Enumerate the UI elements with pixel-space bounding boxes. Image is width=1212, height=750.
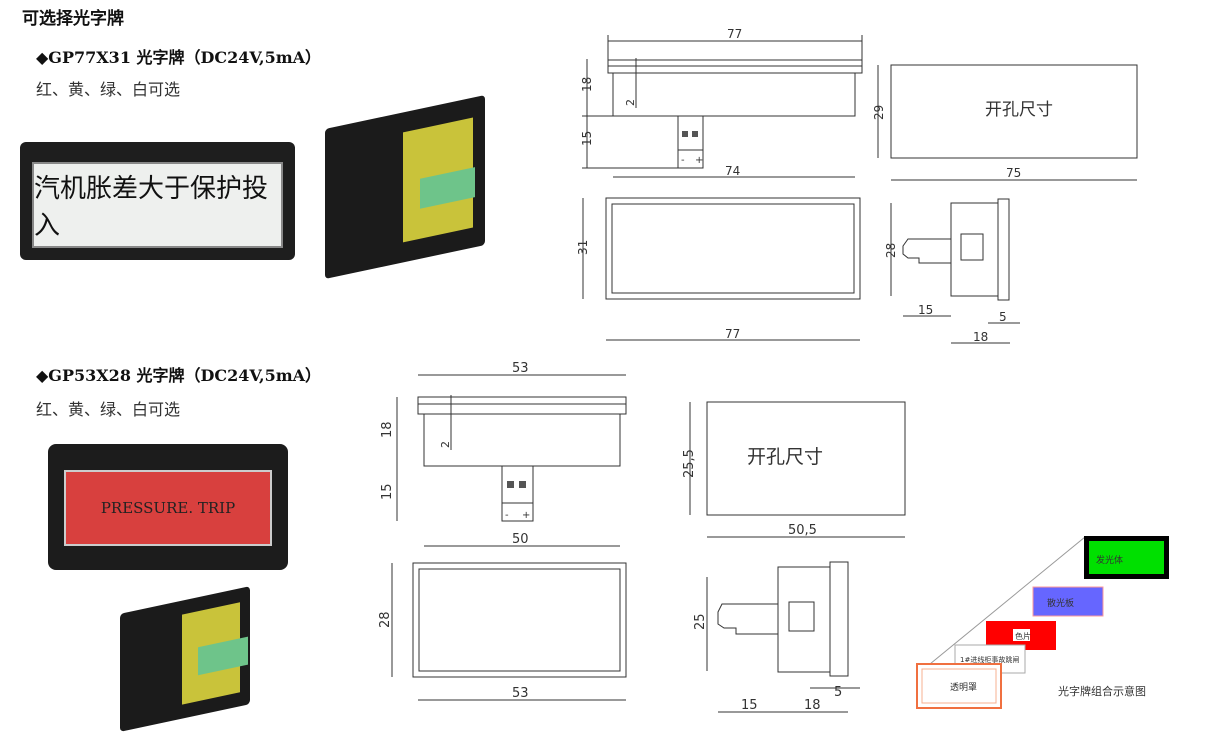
dimension-label: 18 [973, 330, 988, 344]
assembly-caption: 光字牌组合示意图 [1058, 684, 1146, 698]
dimension-label: 77 [725, 327, 740, 341]
dimension-label: 15 [918, 303, 933, 317]
drawing-line [692, 131, 698, 137]
drawing-line [777, 566, 831, 673]
dimension-label: 25,5 [682, 449, 697, 478]
dimension-label: 50 [512, 532, 529, 547]
drawing-line [501, 465, 534, 522]
dimension-label: 18 [804, 698, 821, 713]
dimension-label: 50,5 [788, 523, 817, 538]
drawing-line [612, 72, 856, 117]
dimension-label: 5 [834, 685, 842, 700]
dimension-label: 18 [380, 421, 395, 438]
drawing-line [921, 668, 997, 704]
product-colors-gp53: 红、黄、绿、白可选 [36, 400, 181, 419]
drawing-line [417, 396, 627, 415]
drawing-line [423, 413, 621, 467]
gp53-side-view: 25 15 5 18 [693, 561, 860, 713]
drawing-line [916, 663, 1002, 709]
dimension-label: 18 [580, 77, 594, 92]
gp77-side-view: 28 15 5 18 [884, 198, 1020, 344]
dimension-label: 28 [378, 611, 393, 628]
drawing-line [507, 481, 514, 488]
product-heading-gp77: ◆GP77X31 光字牌（DC24V,5mA） [36, 48, 322, 67]
drawing-line [1089, 541, 1164, 574]
drawing-line [611, 203, 855, 294]
dimension-label: 53 [512, 361, 529, 376]
assembly-layer-cover: 透明罩 [950, 682, 977, 693]
gp77-top-view: -+ 77 18 15 2 74 开孔尺寸 29 75 [580, 27, 1138, 181]
dimension-label: 75 [1006, 166, 1021, 180]
gp77-front-view: 31 77 [576, 197, 861, 341]
drawing-line [960, 233, 984, 261]
dimension-label: 77 [727, 27, 742, 41]
dimension-label: 29 [872, 105, 886, 120]
dimension-label: + [695, 155, 703, 166]
photo-label: 汽机胀差大于保护投入 [32, 162, 283, 248]
product-colors-gp77: 红、黄、绿、白可选 [36, 80, 181, 99]
assembly-layer-diffuser: 散光板 [1047, 597, 1074, 609]
gp53-front-photo: PRESSURE. TRIP [48, 444, 288, 570]
dimension-label: 74 [725, 164, 740, 178]
drawing-line [605, 197, 861, 300]
gp53-top-view: - + 53 18 15 2 50 开孔尺寸 25,5 50,5 [380, 361, 906, 547]
drawing-line [902, 238, 951, 264]
dimension-label: 15 [741, 698, 758, 713]
dimension-label: - [505, 510, 509, 521]
dimension-label: 5 [999, 310, 1007, 324]
drawing-line [829, 561, 849, 677]
dimension-label: 15 [380, 483, 395, 500]
dimension-label: 31 [576, 240, 590, 255]
assembly-layer-text: 1#进线柜事故跳闸 [960, 655, 1019, 664]
drawing-line [717, 603, 778, 635]
drawing-line [890, 64, 1138, 159]
dimension-label: 开孔尺寸 [747, 446, 823, 468]
drawing-line [412, 562, 627, 678]
photo-label: PRESSURE. TRIP [64, 470, 272, 546]
gp77-front-photo: 汽机胀差大于保护投入 [20, 142, 295, 260]
gp53-front-view: 28 53 [378, 562, 627, 701]
drawing-line [706, 401, 906, 516]
dimension-label: 开孔尺寸 [985, 100, 1053, 120]
assembly-layer-emitter: 发光体 [1096, 554, 1123, 566]
drawing-line [788, 601, 815, 632]
dimension-label: 25 [693, 613, 708, 630]
drawing-line [418, 568, 621, 672]
drawing-line [929, 536, 1086, 665]
dimension-label: - [681, 155, 685, 166]
drawing-line [682, 131, 688, 137]
product-heading-gp53: ◆GP53X28 光字牌（DC24V,5mA） [36, 366, 322, 385]
assembly-layer-color: 色片 [1015, 631, 1031, 641]
dimension-label: 15 [580, 131, 594, 146]
drawing-line [1013, 629, 1030, 641]
drawing-line [1032, 586, 1104, 617]
drawing-line [519, 481, 526, 488]
assembly-diagram: 发光体 散光板 色片 1#进线柜事故跳闸 透明罩 光字牌组合示意图 [916, 536, 1169, 709]
dimension-label: 28 [884, 243, 898, 258]
page-title: 可选择光字牌 [22, 9, 124, 29]
dimension-label: 2 [624, 99, 637, 106]
drawing-line [677, 115, 704, 169]
dimension-label: + [522, 510, 530, 521]
dimension-label: 2 [439, 441, 452, 448]
drawing-line [997, 198, 1010, 301]
drawing-line [950, 202, 999, 297]
dimension-label: 53 [512, 686, 529, 701]
